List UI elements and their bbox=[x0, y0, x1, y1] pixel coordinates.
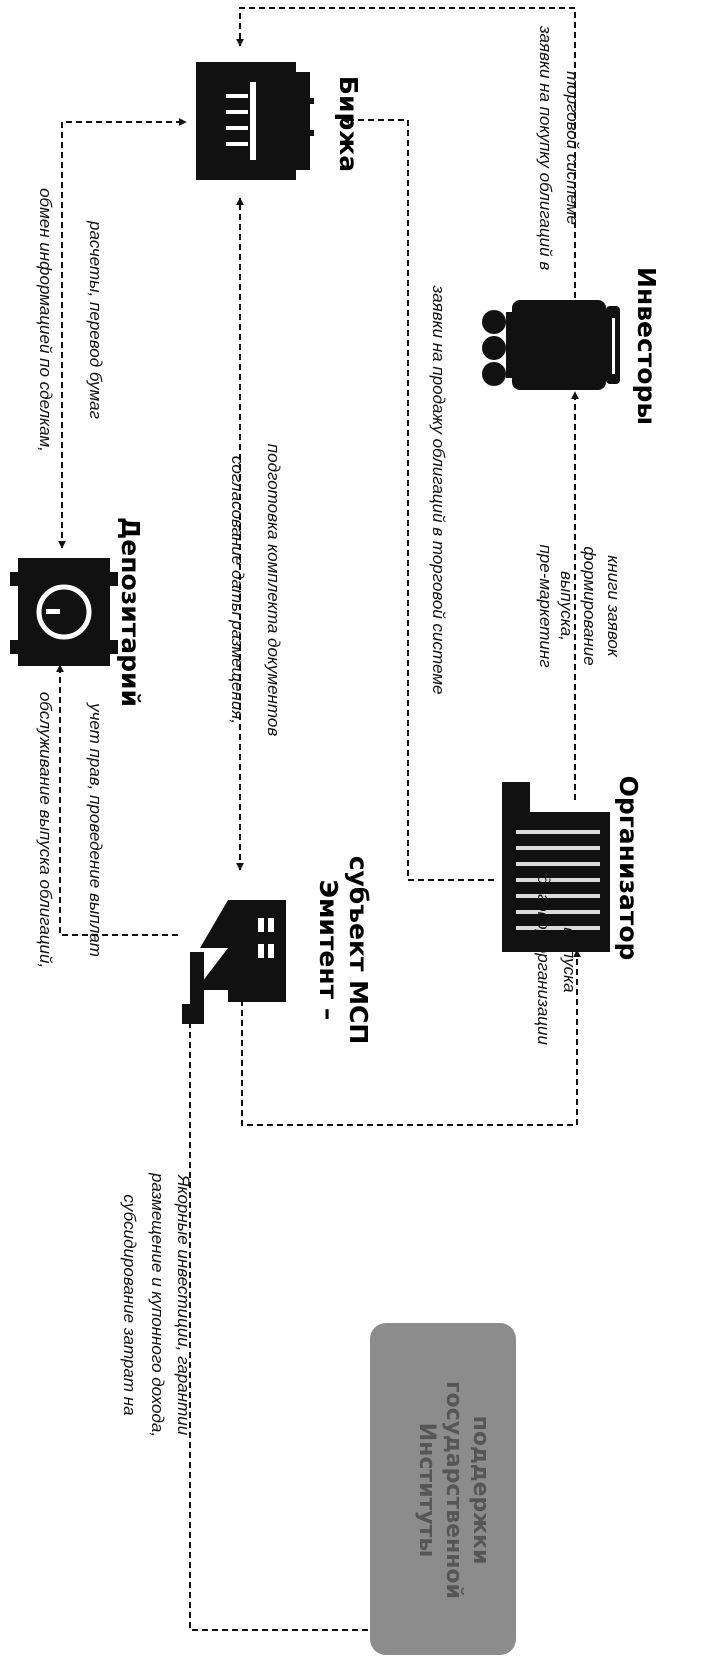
label-gov-emitent-2: размещение и купонного дохода, bbox=[148, 1172, 167, 1437]
label-organizator-investory-3: формирование bbox=[580, 546, 599, 665]
emitent-label-line2: субъект МСП bbox=[344, 856, 373, 1045]
connector-organizator-birzha bbox=[341, 116, 494, 881]
label-gov-emitent-3: Якорные инвестиции, гарантии bbox=[174, 1174, 193, 1436]
label-emitent-birzha-1: согласование даты размещения, bbox=[228, 456, 247, 724]
label-emitent-birzha-2: подготовка комплекта документов bbox=[264, 444, 283, 737]
gov-label-line3: поддержки bbox=[468, 1416, 493, 1565]
depozitariy-icon bbox=[10, 558, 118, 666]
gov-support-box bbox=[370, 1323, 516, 1655]
gov-label-line2: государственной bbox=[441, 1381, 466, 1599]
label-gov-emitent-1: субсидирование затрат на bbox=[120, 1194, 139, 1415]
label-dep-emitent-2: учет прав, проведение выплат bbox=[86, 702, 105, 957]
connector-depozitariy-birzha bbox=[58, 118, 187, 549]
people-group-icon bbox=[482, 300, 620, 390]
factory-icon bbox=[182, 900, 286, 1024]
investory-label: Инвесторы bbox=[632, 267, 661, 425]
label-emitent-organizator-2: выпуска bbox=[560, 927, 579, 992]
label-organizator-birzha: заявки на продажу облигаций в торговой с… bbox=[429, 284, 448, 694]
connector-investory-birzha bbox=[236, 7, 576, 298]
label-organizator-investory-4: книги заявок bbox=[604, 555, 623, 658]
label-investory-birzha-1: заявки на покупку облигаций в bbox=[536, 25, 555, 270]
label-organizator-investory-2: выпуска, bbox=[557, 571, 576, 641]
organizator-label: Организатор bbox=[614, 776, 643, 961]
label-emitent-organizator-1: договор организации bbox=[534, 875, 553, 1045]
label-dep-birzha-1: обмен информацией по сделкам, bbox=[36, 188, 55, 452]
birzha-label: Биржа bbox=[334, 76, 363, 172]
gov-label-line1: Институты bbox=[414, 1423, 439, 1558]
connector-emitent-organizator bbox=[241, 949, 581, 1126]
emitent-label-line1: Эмитент – bbox=[314, 880, 343, 1021]
label-investory-birzha-2: торговой системе bbox=[563, 71, 582, 225]
label-dep-emitent-1: обслуживание выпуска облигаций, bbox=[36, 692, 55, 968]
birzha-icon bbox=[196, 62, 314, 180]
depozitariy-label: Депозитарий bbox=[116, 517, 145, 707]
label-dep-birzha-2: расчеты, перевод бумаг bbox=[86, 220, 105, 419]
label-organizator-investory-1: пре-маркетинг bbox=[536, 544, 555, 667]
connector-gov-emitent bbox=[186, 1009, 368, 1631]
office-building-icon bbox=[502, 782, 610, 952]
